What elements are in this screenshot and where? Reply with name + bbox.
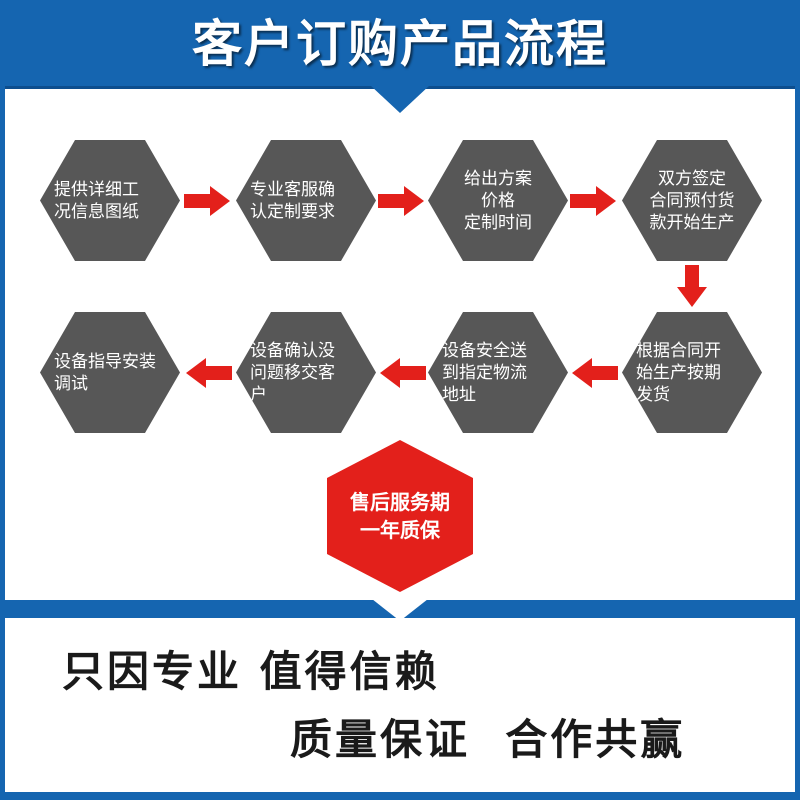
arrow-right-icon: [184, 186, 230, 216]
arrow-right-icon: [570, 186, 616, 216]
arrow-down-icon: [677, 265, 707, 307]
footer-notch: [372, 599, 428, 621]
step-2-label: 专业客服确 认定制要求: [250, 179, 335, 222]
warranty-label: 售后服务期 一年质保: [350, 490, 450, 542]
arrow-right-icon: [378, 186, 424, 216]
arrow-left-icon: [186, 358, 232, 388]
arrow-left-icon: [572, 358, 618, 388]
step-5-label: 根据合同开 始生产按期 发货: [636, 340, 721, 405]
panel-top-notch: [370, 85, 430, 113]
step-7-hexagon: 设备确认没 问题移交客 户: [236, 312, 376, 433]
step-7-label: 设备确认没 问题移交客 户: [250, 340, 335, 405]
step-3-label: 给出方案 价格 定制时间: [464, 168, 532, 233]
step-1-label: 提供详细工 况信息图纸: [54, 179, 139, 222]
header-banner: 客户订购产品流程: [0, 0, 800, 80]
slogan-line-2: 质量保证 合作共赢: [290, 715, 686, 764]
step-8-label: 设备指导安装 调试: [54, 351, 156, 394]
page-title: 客户订购产品流程: [192, 15, 608, 73]
slogan-line-1: 只因专业 值得信赖: [62, 647, 440, 696]
footer-panel: [5, 618, 795, 792]
step-2-hexagon: 专业客服确 认定制要求: [236, 140, 376, 261]
step-4-label: 双方签定 合同预付货 款开始生产: [649, 168, 735, 233]
arrow-left-icon: [380, 358, 426, 388]
step-6-label: 设备安全送 到指定物流 地址: [442, 340, 527, 405]
